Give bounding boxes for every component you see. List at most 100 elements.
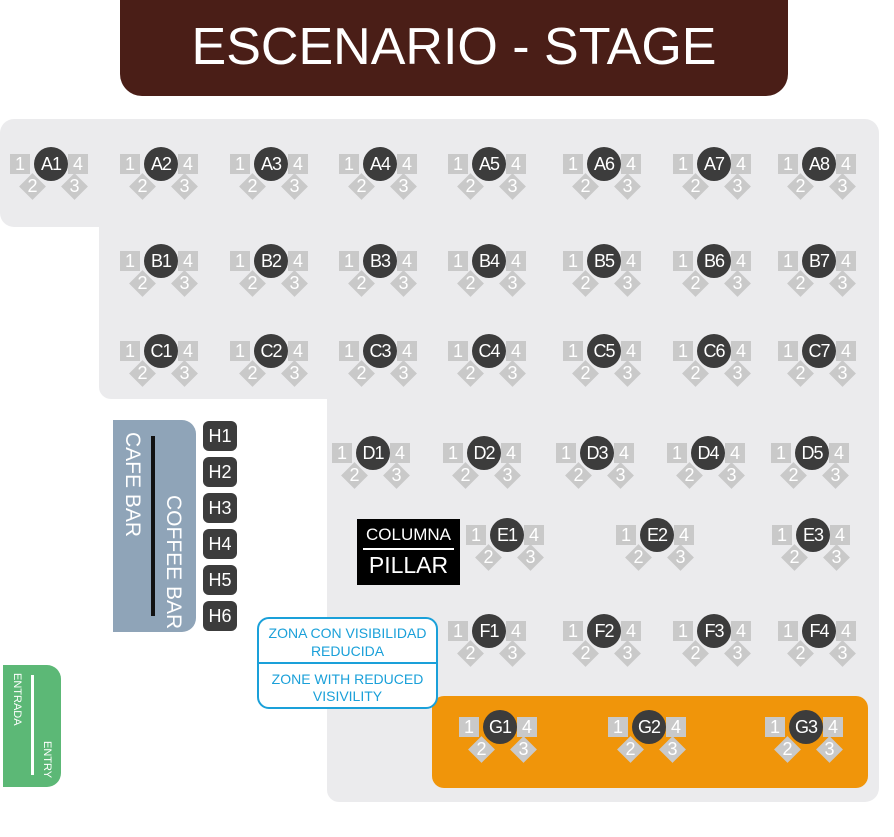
seat-4[interactable]: 4 [288,251,308,271]
seat-3[interactable]: 3 [823,544,850,571]
seat-4[interactable]: 4 [614,443,634,463]
seat-1[interactable]: 1 [778,341,798,361]
seat-4[interactable]: 4 [68,154,88,174]
seat-3[interactable]: 3 [659,736,686,763]
seat-1[interactable]: 1 [230,341,250,361]
seat-3[interactable]: 3 [281,360,308,387]
seat-4[interactable]: 4 [836,251,856,271]
seat-3[interactable]: 3 [171,360,198,387]
seat-1[interactable]: 1 [608,717,628,737]
seat-3[interactable]: 3 [816,736,843,763]
seat-4[interactable]: 4 [621,621,641,641]
seat-3[interactable]: 3 [614,173,641,200]
seat-1[interactable]: 1 [673,154,693,174]
seat-4[interactable]: 4 [674,525,694,545]
seat-4[interactable]: 4 [288,154,308,174]
seat-4[interactable]: 4 [397,154,417,174]
seat-3[interactable]: 3 [499,360,526,387]
bar-table-h5[interactable]: H5 [203,565,237,595]
seat-1[interactable]: 1 [616,525,636,545]
seat-1[interactable]: 1 [772,525,792,545]
seat-4[interactable]: 4 [731,341,751,361]
seat-1[interactable]: 1 [120,251,140,271]
seat-3[interactable]: 3 [718,462,745,489]
seat-3[interactable]: 3 [517,544,544,571]
seat-1[interactable]: 1 [120,154,140,174]
seat-3[interactable]: 3 [829,360,856,387]
seat-4[interactable]: 4 [731,251,751,271]
seat-4[interactable]: 4 [823,717,843,737]
seat-3[interactable]: 3 [171,173,198,200]
seat-3[interactable]: 3 [510,736,537,763]
seat-3[interactable]: 3 [829,270,856,297]
seat-1[interactable]: 1 [563,341,583,361]
seat-3[interactable]: 3 [390,360,417,387]
seat-3[interactable]: 3 [281,173,308,200]
seat-4[interactable]: 4 [621,341,641,361]
seat-4[interactable]: 4 [178,341,198,361]
seat-4[interactable]: 4 [506,621,526,641]
seat-4[interactable]: 4 [517,717,537,737]
seat-4[interactable]: 4 [836,154,856,174]
seat-3[interactable]: 3 [390,173,417,200]
seat-4[interactable]: 4 [178,251,198,271]
seat-1[interactable]: 1 [339,251,359,271]
seat-4[interactable]: 4 [397,251,417,271]
seat-4[interactable]: 4 [829,443,849,463]
seat-3[interactable]: 3 [499,640,526,667]
entry[interactable]: ENTRADA ENTRY [3,665,61,787]
seat-3[interactable]: 3 [499,270,526,297]
seat-3[interactable]: 3 [829,173,856,200]
seat-1[interactable]: 1 [673,341,693,361]
seat-1[interactable]: 1 [673,621,693,641]
seat-4[interactable]: 4 [288,341,308,361]
seat-3[interactable]: 3 [667,544,694,571]
seat-3[interactable]: 3 [724,270,751,297]
seat-3[interactable]: 3 [383,462,410,489]
seat-3[interactable]: 3 [171,270,198,297]
seat-1[interactable]: 1 [673,251,693,271]
seat-3[interactable]: 3 [499,173,526,200]
seat-3[interactable]: 3 [614,270,641,297]
seat-4[interactable]: 4 [501,443,521,463]
seat-1[interactable]: 1 [332,443,352,463]
seat-1[interactable]: 1 [778,154,798,174]
seat-3[interactable]: 3 [724,640,751,667]
seat-3[interactable]: 3 [494,462,521,489]
seat-1[interactable]: 1 [563,154,583,174]
seat-1[interactable]: 1 [778,251,798,271]
seat-4[interactable]: 4 [621,251,641,271]
seat-4[interactable]: 4 [836,621,856,641]
seat-4[interactable]: 4 [506,341,526,361]
seat-1[interactable]: 1 [459,717,479,737]
seat-1[interactable]: 1 [466,525,486,545]
